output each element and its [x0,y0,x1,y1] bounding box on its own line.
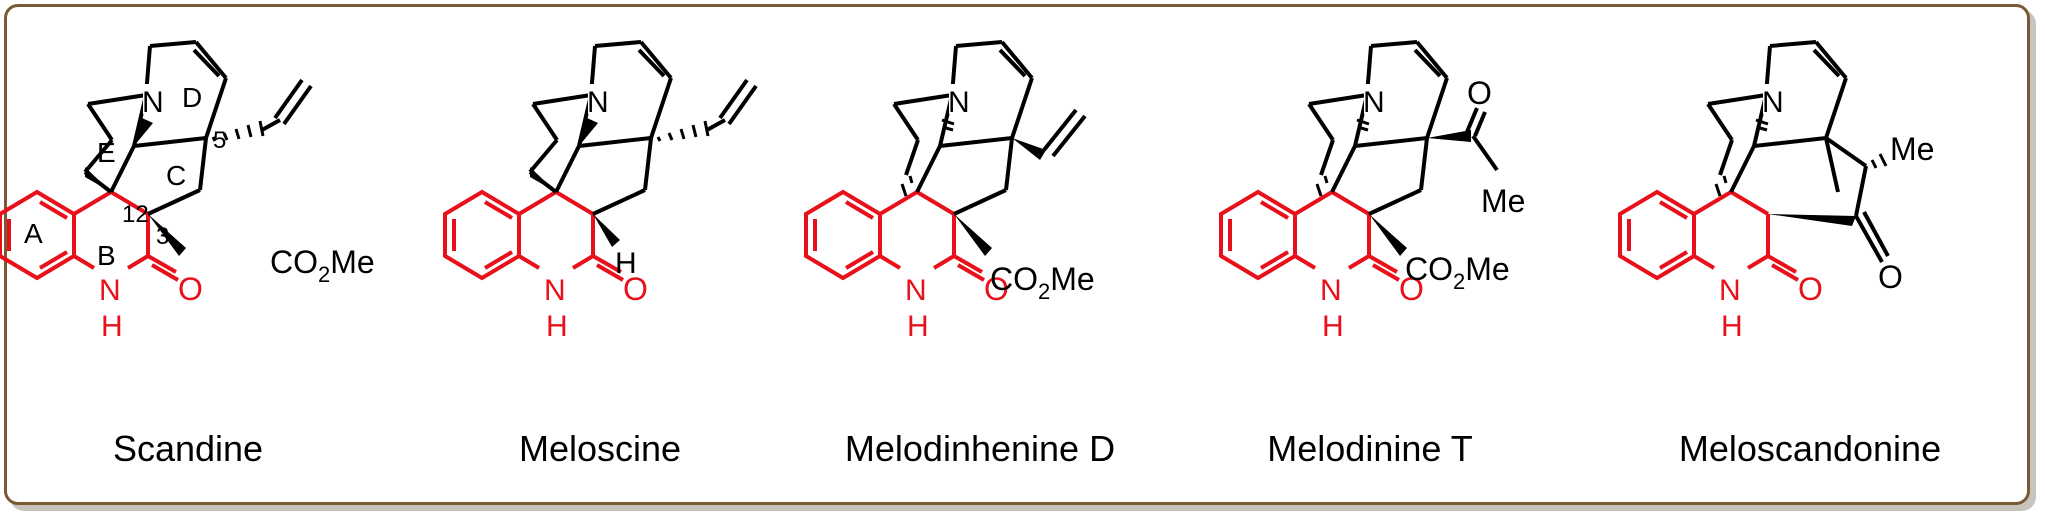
atom-o-carbonyl: O [178,271,203,307]
molecule-melodinhenine-d: N N H O CO2Me [804,40,1095,343]
atom-n-top: N [587,86,609,119]
atom-n-amide: N [544,274,566,307]
atom-o-ketone: O [1878,259,1903,295]
position-label-5: 5 [213,127,226,154]
ring-label-d: D [182,82,202,113]
atom-n-top: N [1363,86,1385,119]
ring-label-b: B [97,240,116,271]
molecule-meloscandonine: N Me O N H O [1618,40,1934,343]
atom-n-amide: N [99,274,121,307]
atom-h-amide: H [101,310,123,343]
atom-h-amide: H [546,310,568,343]
position-label-12: 12 [122,201,149,228]
atom-h-amide: H [1322,310,1344,343]
atom-h-amide: H [1721,310,1743,343]
atom-o-carbonyl: O [984,271,1009,307]
compound-name-meloscine: Meloscine [518,428,682,469]
atom-n-top: N [142,86,164,119]
atom-me-acetyl: Me [1481,183,1525,219]
position-label-3: 3 [156,223,169,250]
atom-o-carbonyl: O [623,271,648,307]
compound-name-melodinhenine-d: Melodinhenine D [844,428,1116,469]
ring-label-e: E [97,137,116,168]
compound-name-meloscandonine: Meloscandonine [1678,428,1942,469]
atom-h-amide: H [907,310,929,343]
compound-name-scandine: Scandine [112,428,264,469]
atom-n-top: N [1762,86,1784,119]
atom-n-amide: N [1320,274,1342,307]
molecule-scandine [0,40,313,282]
ring-label-c: C [166,160,186,191]
co2me-label: CO2Me [270,244,375,287]
atom-o-acetyl: O [1467,75,1492,111]
co2me-label: CO2Me [990,261,1095,304]
ring-label-a: A [24,218,43,249]
atom-o-carbonyl: O [1399,271,1424,307]
atom-n-amide: N [1719,274,1741,307]
atom-n-top: N [948,86,970,119]
atom-n-amide: N [905,274,927,307]
atom-h-c3: H [615,247,637,280]
molecule-melodinine-t: N O Me N H O CO2Me [1219,40,1525,343]
co2me-label: CO2Me [1405,251,1510,294]
atom-o-carbonyl: O [1798,271,1823,307]
atom-me: Me [1890,131,1934,167]
compound-name-melodinine-t: Melodinine T [1267,428,1473,469]
molecule-meloscine: N H N H O [443,40,758,343]
